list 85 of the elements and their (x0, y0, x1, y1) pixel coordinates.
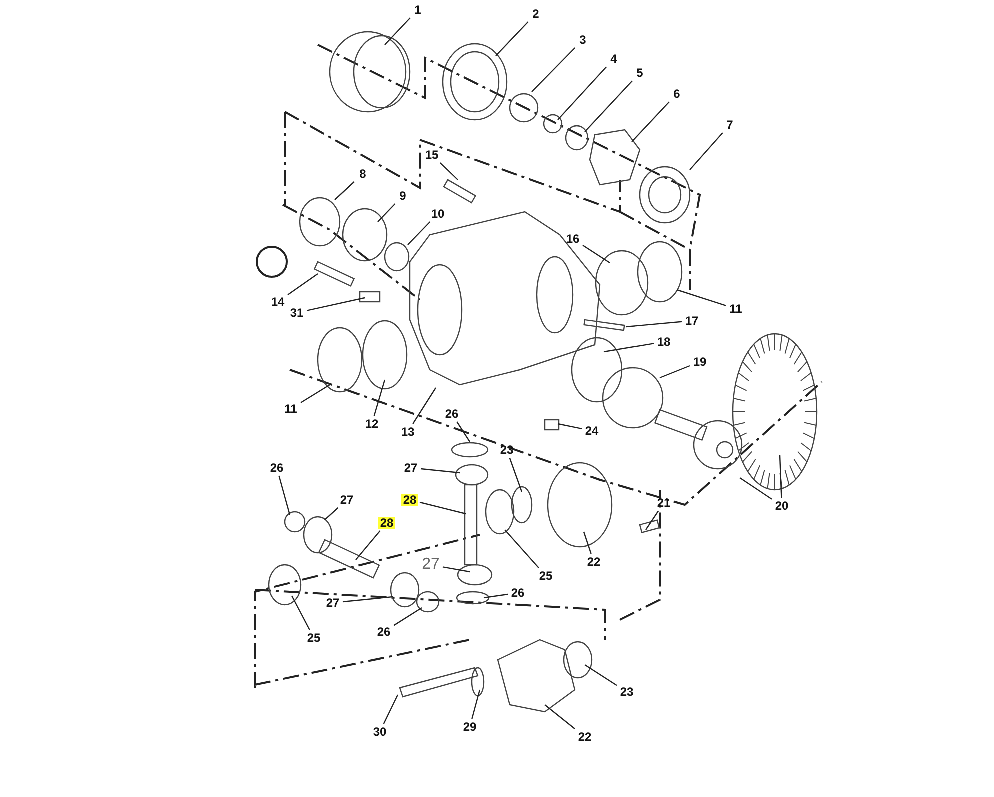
leader-line (420, 502, 466, 515)
callout-number: 3 (580, 34, 586, 46)
leader-line (582, 244, 610, 264)
callout-number: 30 (373, 726, 387, 738)
callout-number: 18 (657, 336, 671, 348)
callout-number: 27 (326, 597, 340, 609)
leader-line (544, 704, 576, 730)
leader-line (342, 596, 394, 603)
leader-line (334, 182, 355, 200)
callout-number: 20 (775, 500, 789, 512)
leader-line (690, 132, 724, 170)
leader-line (384, 18, 411, 46)
leader-line (532, 48, 576, 92)
callout-number: 25 (539, 570, 553, 582)
callout-number: 26 (270, 462, 284, 474)
leader-line (509, 458, 523, 492)
leader-line (288, 274, 318, 296)
callout-number: 8 (360, 168, 366, 180)
leader-line (660, 365, 690, 379)
leader-line (779, 454, 782, 498)
leader-line (740, 478, 772, 500)
callout-number: 28 (378, 517, 396, 529)
leader-line (408, 222, 431, 246)
leader-line (383, 694, 399, 724)
callout-number: 27 (422, 557, 440, 573)
callout-number: 10 (431, 208, 445, 220)
callout-number: 1 (414, 4, 422, 16)
callout-number: 7 (726, 119, 734, 131)
callout-number: 24 (585, 425, 599, 437)
callout-number: 28 (401, 494, 419, 506)
leader-line (583, 532, 592, 554)
leader-line (356, 530, 381, 560)
callout-number: 11 (284, 403, 298, 415)
callout-number: 5 (636, 67, 644, 79)
callout-number: 31 (290, 307, 304, 319)
leader-line (472, 690, 481, 720)
callout-number: 9 (400, 190, 406, 202)
callout-number: 12 (365, 418, 379, 430)
leader-line (504, 530, 540, 568)
callout-number: 27 (340, 494, 354, 506)
leader-line (394, 608, 422, 626)
leader-line (558, 423, 582, 430)
callout-number: 26 (377, 626, 391, 638)
leader-line (306, 297, 366, 312)
callout-number: 2 (532, 8, 540, 20)
leader-line (291, 596, 310, 630)
callout-number: 26 (445, 408, 459, 420)
leader-line (278, 476, 291, 516)
leader-line (558, 66, 608, 120)
callout-number: 11 (730, 303, 742, 315)
callout-number: 6 (674, 88, 680, 100)
callout-number: 25 (307, 632, 321, 644)
leader-line (646, 510, 660, 530)
leader-line (584, 80, 633, 132)
leader-line (300, 384, 330, 404)
leader-line (374, 380, 386, 416)
callout-number: 26 (511, 587, 525, 599)
leader-line (626, 321, 682, 328)
callout-number: 15 (425, 149, 439, 161)
callout-number: 22 (587, 556, 601, 568)
leader-line (604, 343, 654, 353)
leader-line (324, 508, 339, 520)
leader-line (584, 664, 618, 686)
callout-number: 14 (271, 296, 285, 308)
callout-number: 29 (463, 721, 477, 733)
callout-number: 19 (693, 356, 707, 368)
callout-number: 16 (566, 233, 580, 245)
callout-number: 17 (685, 315, 699, 327)
callout-number: 23 (500, 444, 514, 456)
leader-line (420, 468, 460, 474)
leader-line (676, 289, 726, 306)
callout-number: 22 (578, 731, 592, 743)
leader-line (496, 22, 529, 56)
leader-line (484, 594, 508, 599)
callout-number: 13 (401, 426, 415, 438)
callout-number: 4 (610, 53, 618, 65)
leader-line (442, 566, 470, 573)
leader-line (440, 162, 458, 180)
callout-number: 21 (657, 497, 671, 509)
leader-line (632, 102, 670, 142)
leader-line (456, 422, 470, 442)
callout-number: 27 (404, 462, 418, 474)
leader-line (378, 204, 396, 222)
callout-number: 23 (620, 686, 634, 698)
leader-line (412, 388, 436, 424)
